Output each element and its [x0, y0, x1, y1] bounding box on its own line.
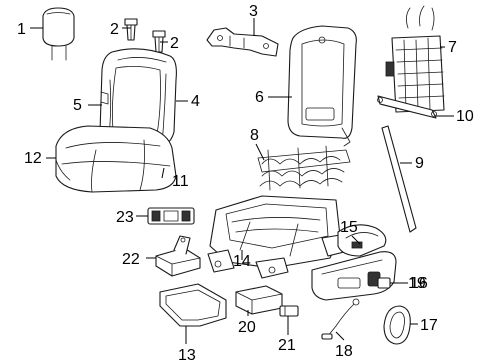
callout-14: 14: [233, 253, 251, 270]
callout-12: 12: [24, 150, 42, 167]
callout-5: 5: [73, 97, 82, 114]
headrest-guide-right: [152, 30, 166, 53]
callout-3: 3: [249, 3, 258, 20]
seat-cushion-pan: [159, 283, 227, 327]
callout-2b: 2: [170, 35, 179, 52]
callout-10: 10: [456, 108, 474, 125]
side-shield-inner: [337, 224, 387, 257]
seat-cushion-cover: [55, 125, 177, 193]
recliner-handle-cover: [383, 305, 411, 345]
callout-9: 9: [415, 155, 424, 172]
callout-15: 15: [340, 219, 358, 236]
release-cable: [321, 298, 360, 340]
seat-back-frame: [287, 25, 357, 147]
cushion-spring-assembly: [257, 145, 351, 191]
callout-13: 13: [178, 347, 196, 360]
callout-23: 23: [116, 209, 134, 226]
callout-7: 7: [448, 39, 457, 56]
leader-lines: [30, 18, 454, 344]
seat-control-module: [235, 285, 283, 315]
trim-rod-horizontal: [377, 95, 437, 119]
headrest: [42, 7, 75, 61]
seat-back-bracket: [206, 27, 279, 57]
callout-20: 20: [238, 319, 256, 336]
callout-18: 18: [335, 343, 353, 360]
headrest-guide-left: [124, 18, 138, 41]
callout-1: 1: [17, 21, 26, 38]
power-seat-switch-bracket: [147, 207, 195, 225]
callout-16: 16: [410, 275, 428, 292]
callout-17: 17: [420, 317, 438, 334]
seat-switch-knob: [377, 277, 391, 289]
wiring-connector: [279, 305, 299, 317]
side-shield-outer: [311, 251, 397, 301]
callout-21: 21: [278, 337, 296, 354]
callout-19: 19: [408, 275, 426, 292]
callout-22: 22: [122, 251, 140, 268]
callout-4: 4: [191, 93, 200, 110]
trim-strip-vertical: [381, 125, 417, 233]
callout-8: 8: [250, 127, 259, 144]
callout-11: 11: [172, 173, 189, 190]
callout-2a: 2: [110, 21, 119, 38]
callout-6: 6: [255, 89, 264, 106]
lumbar-support: [385, 5, 445, 113]
seat-motor: [155, 235, 201, 277]
